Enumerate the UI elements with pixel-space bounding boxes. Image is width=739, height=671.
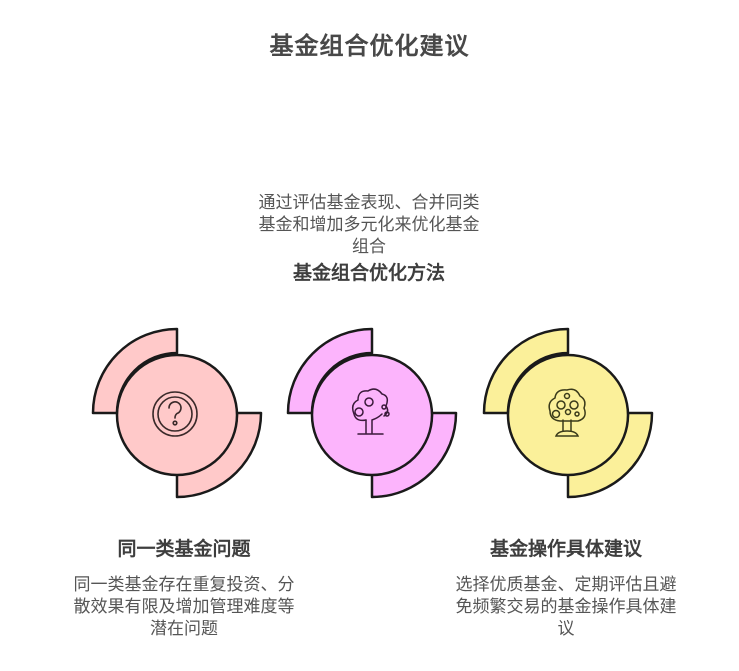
method-description-line: 通过评估基金表现、合并同类 bbox=[258, 193, 480, 213]
coin-tree-icon bbox=[548, 388, 586, 437]
advice-description-line: 议 bbox=[557, 619, 575, 639]
node-advice bbox=[482, 327, 654, 499]
advice-description-line: 选择优质基金、定期评估且避 bbox=[455, 575, 677, 595]
method-description: 通过评估基金表现、合并同类 基金和增加多元化来优化基金 组合 bbox=[219, 192, 519, 258]
method-description-line: 组合 bbox=[352, 237, 386, 257]
question-circle-icon bbox=[152, 391, 198, 437]
problem-heading: 同一类基金问题 bbox=[117, 538, 251, 560]
node-problem bbox=[91, 327, 263, 499]
method-heading: 基金组合优化方法 bbox=[292, 262, 445, 284]
problem-description: 同一类基金存在重复投资、分 散效果有限及增加管理难度等 潜在问题 bbox=[24, 574, 344, 640]
money-tree-icon bbox=[351, 388, 390, 435]
problem-description-line: 散效果有限及增加管理难度等 bbox=[73, 597, 295, 617]
problem-description-line: 潜在问题 bbox=[150, 619, 218, 639]
node-circle bbox=[310, 353, 434, 477]
advice-heading: 基金操作具体建议 bbox=[489, 538, 642, 560]
advice-description-line: 免频繁交易的基金操作具体建 bbox=[455, 597, 677, 617]
node-method bbox=[286, 327, 458, 499]
problem-text-block: 同一类基金问题 同一类基金存在重复投资、分 散效果有限及增加管理难度等 潜在问题 bbox=[24, 536, 344, 640]
advice-text-block: 基金操作具体建议 选择优质基金、定期评估且避 免频繁交易的基金操作具体建 议 bbox=[406, 536, 726, 640]
method-text-block: 通过评估基金表现、合并同类 基金和增加多元化来优化基金 组合 基金组合优化方法 bbox=[219, 192, 519, 285]
problem-description-line: 同一类基金存在重复投资、分 bbox=[73, 575, 295, 595]
advice-description: 选择优质基金、定期评估且避 免频繁交易的基金操作具体建 议 bbox=[406, 574, 726, 640]
node-circle bbox=[115, 353, 239, 477]
method-description-line: 基金和增加多元化来优化基金 bbox=[258, 215, 480, 235]
page-title: 基金组合优化建议 bbox=[269, 32, 470, 60]
